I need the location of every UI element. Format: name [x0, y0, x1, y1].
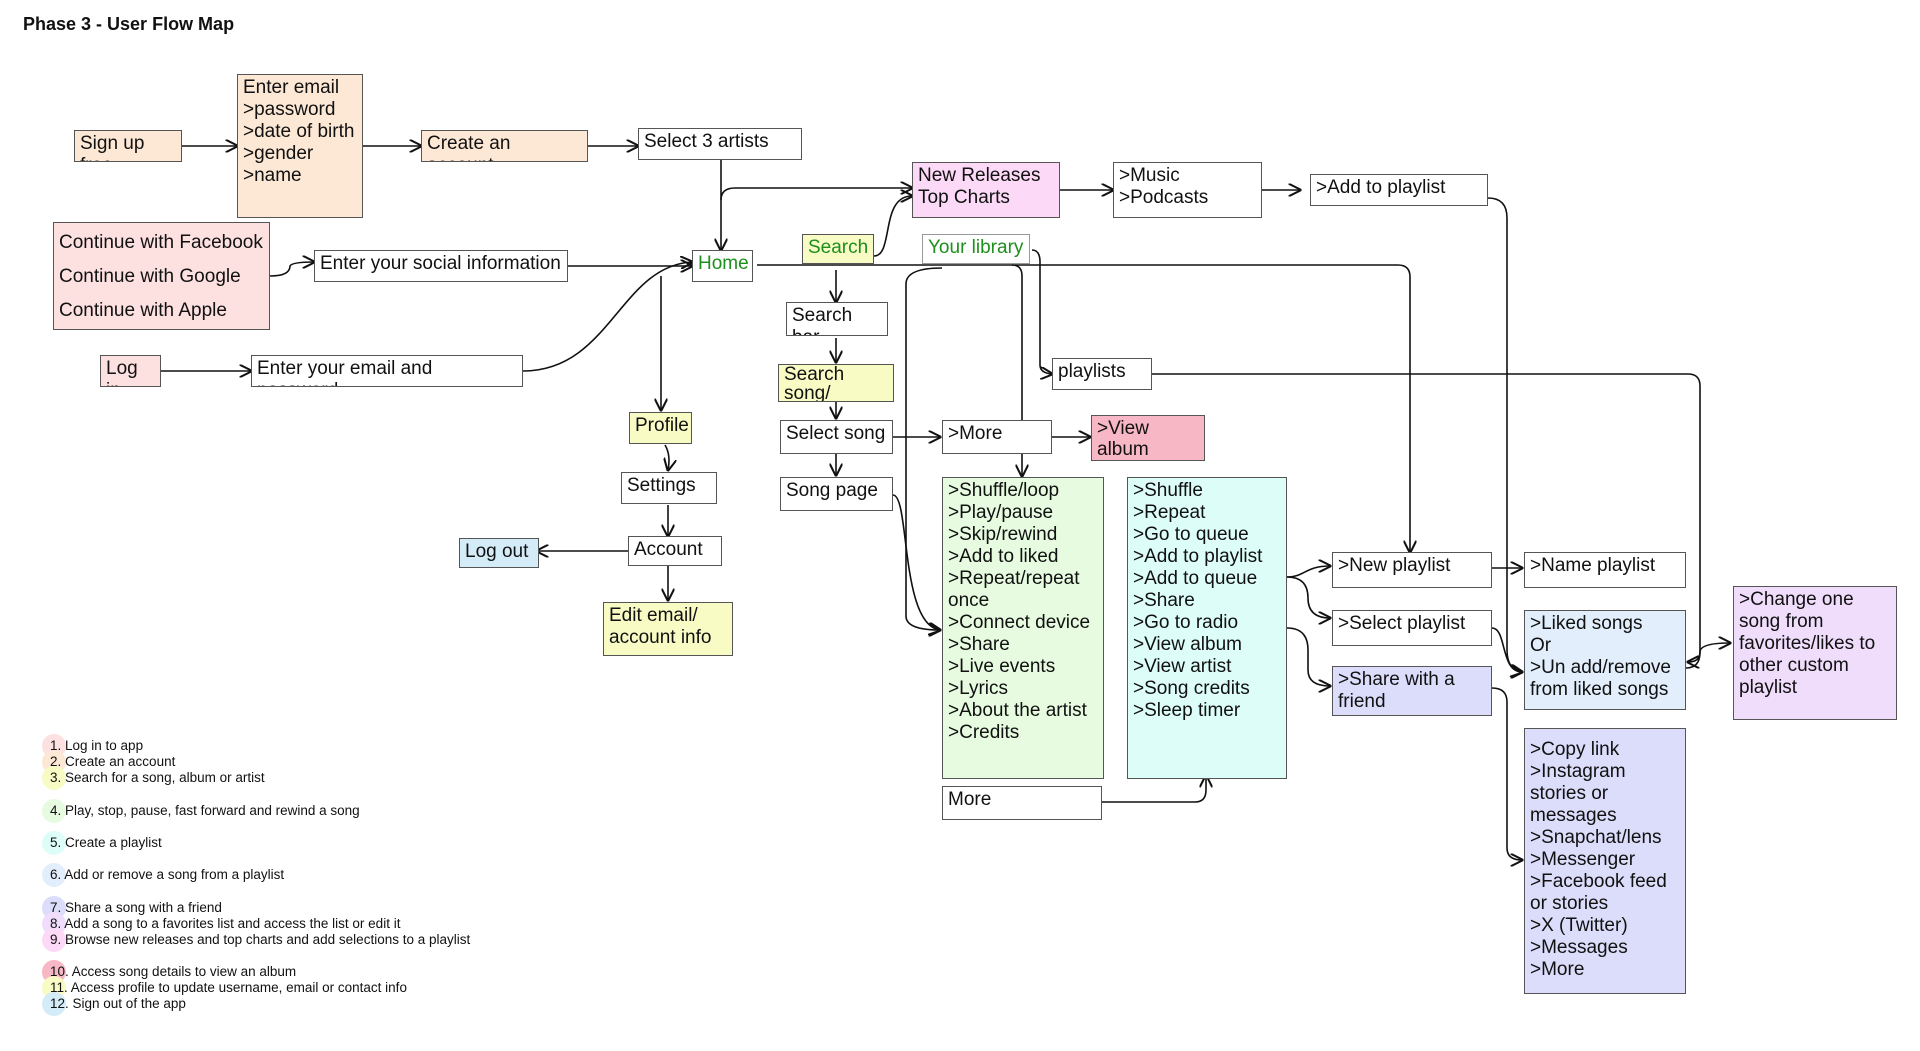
- edge-selectplaylist-liked: [1491, 627, 1522, 672]
- edge-songpage-actions: [892, 494, 940, 630]
- song-actions-node: >Shuffle/loop >Play/pause >Skip/rewind >…: [942, 477, 1104, 779]
- edge-share-options: [1491, 687, 1522, 860]
- edge-continue-social: [269, 262, 314, 277]
- search-node: Search: [802, 234, 874, 264]
- email-password-node: Enter your email and password: [251, 355, 523, 387]
- your-library-node: Your library: [922, 234, 1030, 264]
- edge-addplaylist-liked: [1487, 197, 1522, 672]
- legend-dot: [42, 831, 66, 855]
- edge-home-newplaylist: [1012, 264, 1410, 552]
- name-playlist-node: >Name playlist: [1524, 552, 1686, 588]
- edge-more2-actions: [1102, 776, 1206, 803]
- legend-dot: [42, 863, 66, 887]
- liked-songs-node: >Liked songs Or >Un add/remove from like…: [1524, 610, 1686, 710]
- more-actions-node: >Shuffle >Repeat >Go to queue >Add to pl…: [1127, 477, 1287, 779]
- profile-node: Profile: [629, 412, 692, 444]
- edge-emailpw-home: [522, 262, 692, 372]
- edge-home-newreleases: [720, 188, 912, 201]
- playlists-node: playlists: [1052, 358, 1152, 390]
- legend-dot: [42, 766, 66, 790]
- continue-with-node: Continue with Facebook Continue with Goo…: [53, 222, 270, 330]
- share-friend-node: >Share with a friend: [1332, 666, 1492, 716]
- song-page-node: Song page: [780, 477, 893, 511]
- edge-search-newreleases: [873, 196, 912, 257]
- new-playlist-node: >New playlist: [1332, 552, 1492, 588]
- log-out-node: Log out: [459, 538, 539, 568]
- add-to-playlist-node: >Add to playlist: [1310, 174, 1488, 206]
- edge-profile-settings: [665, 444, 669, 470]
- music-podcasts-node: >Music >Podcasts: [1113, 162, 1262, 218]
- new-releases-node: New Releases Top Charts: [912, 162, 1060, 218]
- edge-library-playlists: [1031, 249, 1052, 374]
- select-artists-node: Select 3 artists: [638, 128, 802, 160]
- legend-dot: [42, 992, 66, 1016]
- edge-liked-change: [1685, 643, 1730, 669]
- edge-actions-share: [1286, 627, 1330, 686]
- account-node: Account: [628, 536, 722, 566]
- select-playlist-node: >Select playlist: [1332, 610, 1492, 646]
- more-node: >More: [942, 420, 1052, 454]
- edge-playlists-liked: [1152, 373, 1701, 662]
- change-song-node: >Change one song from favorites/likes to…: [1733, 586, 1897, 720]
- edge-library-actions: [905, 267, 943, 630]
- home-node: Home: [692, 250, 753, 282]
- select-song-node: Select song: [780, 420, 893, 454]
- edit-email-node: Edit email/ account info: [603, 602, 733, 656]
- search-bar-node: Search bar: [786, 302, 888, 336]
- edge-actions-selectplaylist: [1286, 576, 1330, 618]
- social-info-node: Enter your social information: [314, 250, 568, 282]
- legend-dot: [42, 928, 66, 952]
- settings-node: Settings: [621, 472, 717, 504]
- edge-actions-newplaylist: [1286, 566, 1330, 578]
- enter-email-node: Enter email >password >date of birth >ge…: [237, 74, 363, 218]
- view-album-node: >View album: [1091, 415, 1205, 461]
- page-title: Phase 3 - User Flow Map: [23, 14, 235, 34]
- sign-up-free-node: Sign up free: [74, 130, 182, 162]
- create-account-node: Create an account: [421, 130, 588, 162]
- search-song-node: Search song/ album/artist: [778, 364, 894, 402]
- legend-dot: [42, 799, 66, 823]
- log-in-node: Log in: [100, 355, 161, 387]
- more-2-node: More: [942, 786, 1102, 820]
- share-options-node: >Copy link >Instagram stories or message…: [1524, 728, 1686, 994]
